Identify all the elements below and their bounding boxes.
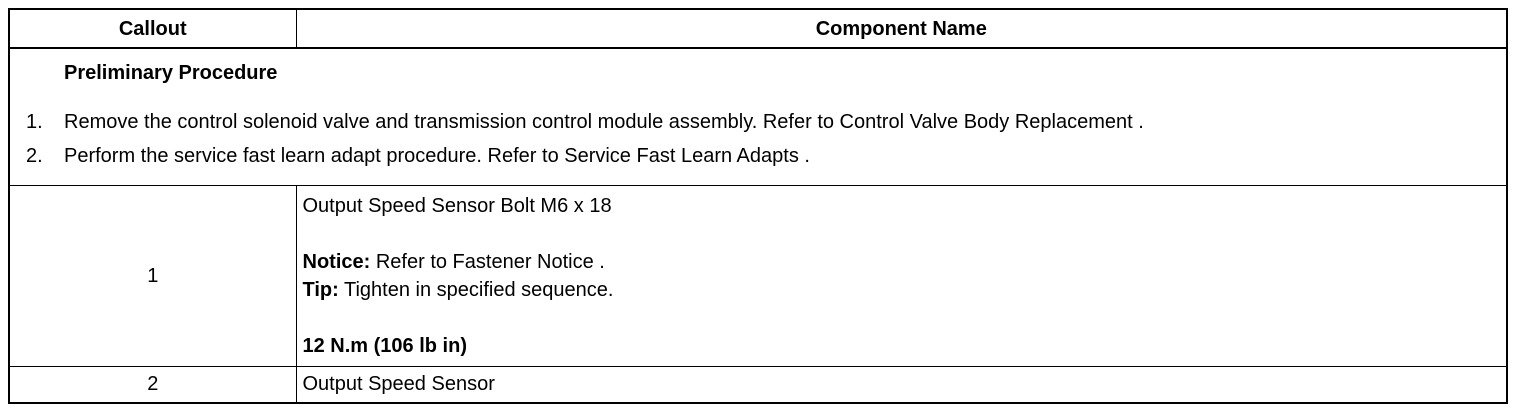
spacer <box>303 220 1507 248</box>
procedure-steps: 1. Remove the control solenoid valve and… <box>10 105 1506 173</box>
component-name: Output Speed Sensor Bolt M6 x 18 <box>302 195 612 218</box>
table-row: 1 Output Speed Sensor Bolt M6 x 18 Notic… <box>8 185 1508 367</box>
component-name-cell: Output Speed Sensor Bolt M6 x 18 Notice:… <box>295 185 1508 367</box>
step-number: 1. <box>26 111 43 133</box>
table-row: 2 Output Speed Sensor <box>8 365 1508 404</box>
header-component-name: Component Name <box>295 8 1508 49</box>
callout-cell: 2 <box>8 365 297 404</box>
preliminary-procedure-title: Preliminary Procedure <box>64 62 278 84</box>
header-callout: Callout <box>8 8 297 49</box>
notice-text: Refer to Fastener Notice . <box>370 251 605 274</box>
torque-spec: 12 N.m (106 lb in) <box>302 335 468 358</box>
notice-line: Notice: Refer to Fastener Notice . <box>303 248 1507 276</box>
tip-label: Tip: <box>302 279 339 302</box>
tip-line: Tip: Tighten in specified sequence. <box>303 276 1507 304</box>
tip-text: Tighten in specified sequence. <box>338 279 614 302</box>
procedure-step: 1. Remove the control solenoid valve and… <box>10 105 1506 139</box>
preliminary-procedure-row: Preliminary Procedure 1. Remove the cont… <box>8 47 1508 187</box>
step-number: 2. <box>26 145 43 167</box>
step-text: Remove the control solenoid valve and tr… <box>64 111 1144 133</box>
component-table: Callout Component Name Preliminary Proce… <box>8 8 1508 404</box>
preliminary-procedure-cell: Preliminary Procedure 1. Remove the cont… <box>8 47 1508 187</box>
procedure-step: 2. Perform the service fast learn adapt … <box>10 139 1506 173</box>
spacer <box>303 304 1507 332</box>
notice-label: Notice: <box>302 251 371 274</box>
table-header-row: Callout Component Name <box>8 8 1508 49</box>
callout-cell: 1 <box>8 185 297 367</box>
step-text: Perform the service fast learn adapt pro… <box>64 145 810 167</box>
component-name-cell: Output Speed Sensor <box>295 365 1508 404</box>
